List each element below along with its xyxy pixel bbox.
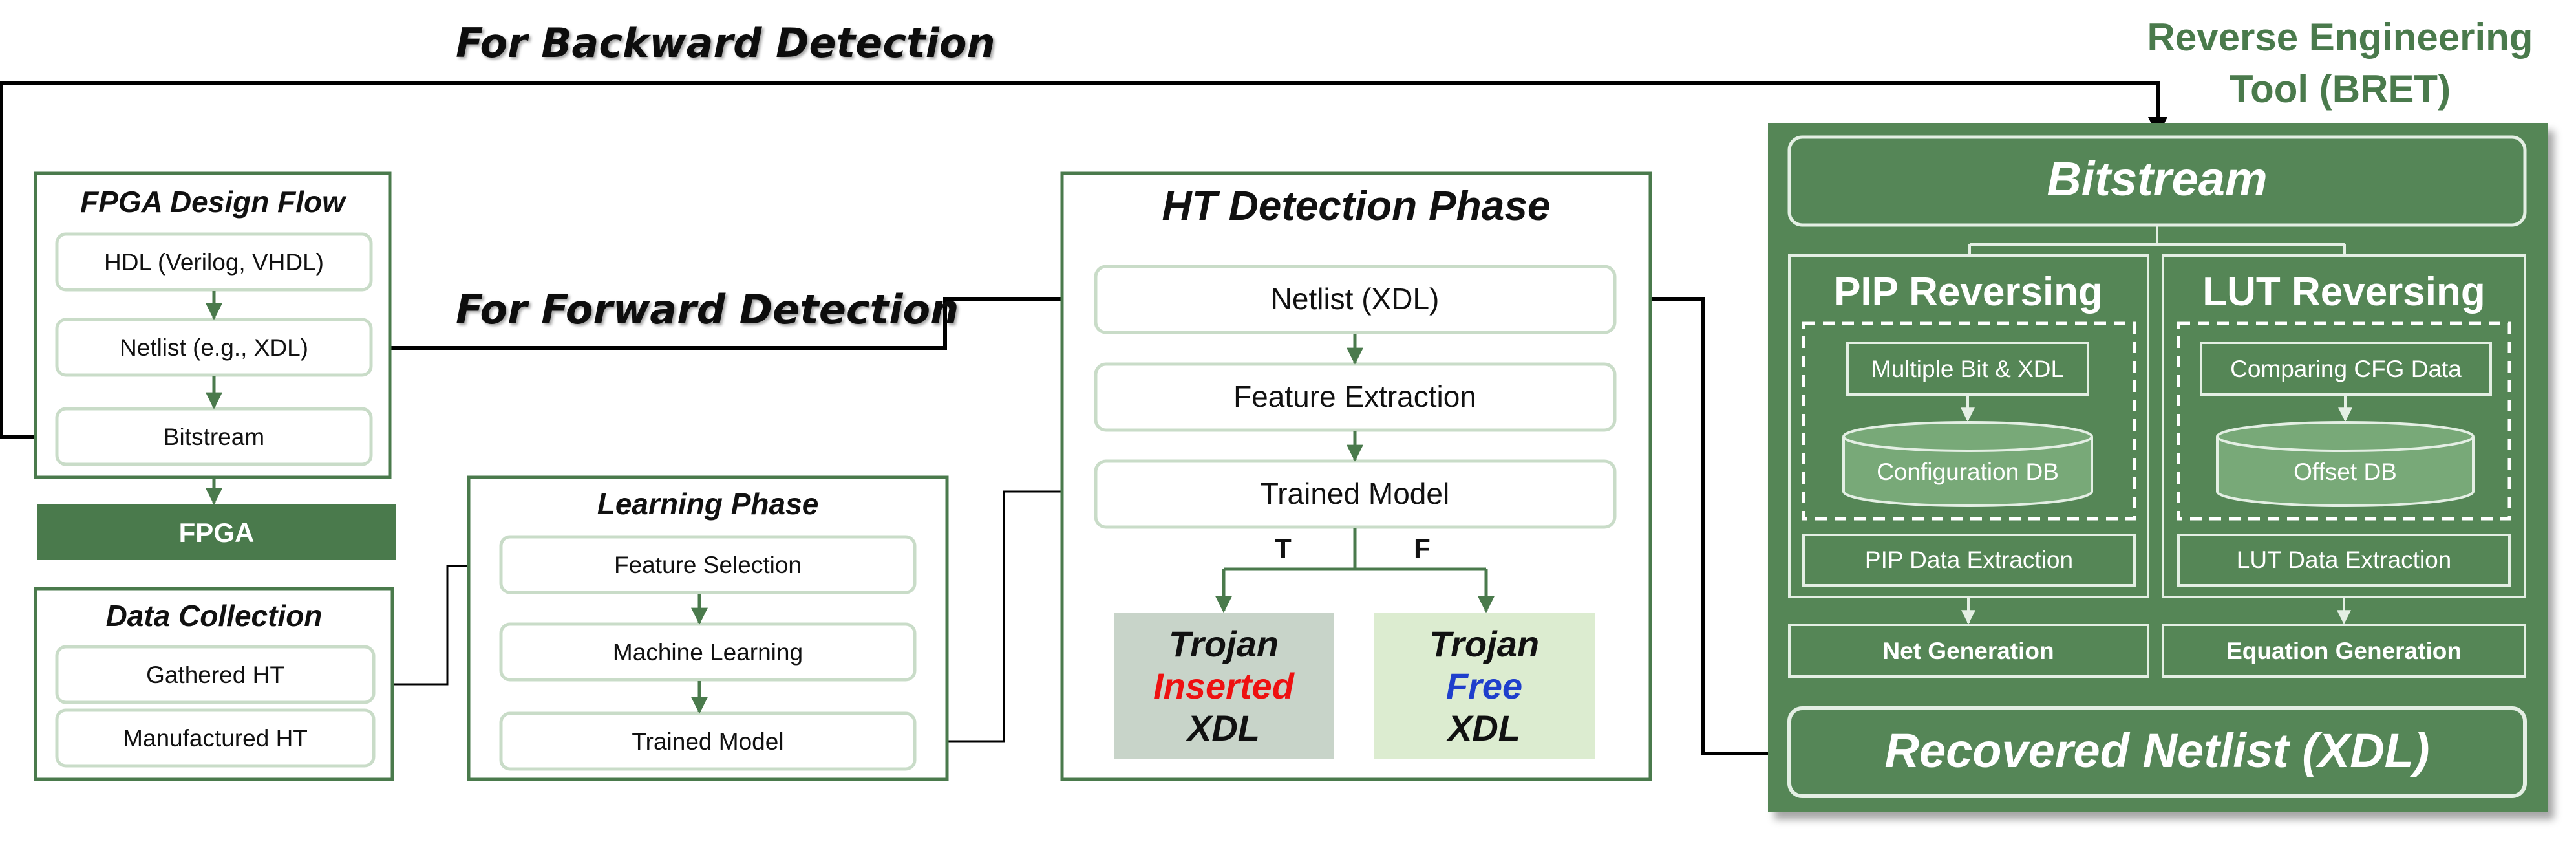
- feature-selection-box: [499, 535, 917, 594]
- learning-phase-title: Learning Phase: [597, 487, 819, 521]
- bret-title-line2: Tool (BRET): [2230, 67, 2451, 111]
- gathered-ht-box: [55, 645, 376, 704]
- trojan-free-line3: XDL: [1446, 708, 1520, 748]
- learning-phase-panel: Learning Phase Feature Selection Machine…: [467, 475, 949, 781]
- trojan-inserted-line3: XDL: [1186, 708, 1260, 748]
- lut-extraction-box: [2177, 534, 2511, 587]
- lut-comparing-box: [2200, 342, 2492, 396]
- configuration-db-label: Configuration DB: [1877, 459, 2059, 485]
- offset-db-label: Offset DB: [2294, 459, 2397, 485]
- detection-phase-panel: HT Detection Phase Netlist (XDL) Feature…: [1060, 171, 1652, 781]
- forward-arrow: [372, 289, 1096, 350]
- bret-bitstream-label: Bitstream: [2047, 152, 2267, 206]
- bret-panel: Bitstream PIP Reversing Multiple Bit & X…: [1768, 123, 2548, 812]
- fpga-label: FPGA: [179, 517, 255, 548]
- learning-to-detection-arrow: [915, 482, 1096, 743]
- detection-phase-title: HT Detection Phase: [1162, 182, 1550, 229]
- bitstream-label: Bitstream: [164, 424, 264, 450]
- equation-generation-label: Equation Generation: [2226, 638, 2462, 664]
- lut-comparing-label: Comparing CFG Data: [2230, 356, 2462, 382]
- pip-extraction-label: PIP Data Extraction: [1865, 547, 2073, 573]
- trojan-inserted-box: [1114, 613, 1334, 759]
- recovered-netlist-box: [1787, 706, 2527, 798]
- equation-generation-box: [2162, 624, 2526, 678]
- feature-extraction-label: Feature Extraction: [1233, 380, 1476, 413]
- learning-trained-model-box: [499, 711, 917, 771]
- pip-reversing-title: PIP Reversing: [1834, 270, 2103, 314]
- data-collection-title: Data Collection: [106, 599, 323, 633]
- backward-detection-label: For Backward Detection: [456, 19, 995, 67]
- bitstream-split: [1968, 225, 2346, 255]
- learning-trained-model-label: Trained Model: [632, 728, 783, 755]
- trojan-free-line1: Trojan: [1429, 624, 1539, 664]
- branch-false-label: F: [1414, 533, 1431, 563]
- classification-branch: [1224, 528, 1486, 571]
- design-flow-title: FPGA Design Flow: [80, 185, 347, 219]
- feature-selection-label: Feature Selection: [614, 552, 802, 578]
- pip-multiple-bit-box: [1846, 342, 2089, 396]
- manufactured-ht-label: Manufactured HT: [123, 725, 308, 752]
- hdl-box: [55, 232, 373, 292]
- detection-netlist-label: Netlist (XDL): [1271, 282, 1440, 316]
- forward-detection-label: For Forward Detection: [456, 286, 959, 333]
- pip-multiple-bit-label: Multiple Bit & XDL: [1871, 356, 2064, 382]
- netlist-label: Netlist (e.g., XDL): [120, 334, 308, 361]
- lut-extraction-label: LUT Data Extraction: [2237, 547, 2451, 573]
- detection-trained-model-label: Trained Model: [1261, 477, 1449, 510]
- trojan-free-box: [1374, 613, 1595, 759]
- detection-netlist-box: [1094, 265, 1617, 334]
- net-generation-box: [1788, 624, 2149, 678]
- recovered-netlist-label: Recovered Netlist (XDL): [1885, 724, 2430, 777]
- manufactured-ht-box: [55, 708, 376, 768]
- branch-true-label: T: [1275, 533, 1292, 563]
- gathered-ht-label: Gathered HT: [146, 662, 284, 688]
- recovered-to-netlist-arrow: [1614, 289, 1787, 755]
- pip-dashed-group: [1802, 321, 2136, 521]
- backward-arrow: [0, 81, 2167, 439]
- pip-extraction-box: [1802, 534, 2136, 587]
- lut-reversing-title: LUT Reversing: [2202, 270, 2486, 314]
- trojan-inserted-line1: Trojan: [1169, 624, 1279, 664]
- lut-dashed-group: [2177, 321, 2511, 521]
- net-generation-label: Net Generation: [1882, 638, 2054, 664]
- machine-learning-box: [499, 622, 917, 682]
- data-collection-panel: Data Collection Gathered HT Manufactured…: [34, 587, 394, 781]
- trojan-inserted-line2: Inserted: [1153, 666, 1295, 706]
- design-flow-panel: FPGA Design Flow HDL (Verilog, VHDL) Net…: [34, 171, 392, 479]
- trojan-free-line2: Free: [1446, 666, 1522, 706]
- bret-title-line1: Reverse Engineering: [2147, 16, 2533, 59]
- offset-db-cylinder: [2216, 421, 2475, 507]
- fpga-box: [37, 504, 396, 560]
- configuration-db-cylinder: [1842, 421, 2093, 507]
- connectors: [0, 81, 2167, 755]
- machine-learning-label: Machine Learning: [613, 639, 803, 666]
- hdl-label: HDL (Verilog, VHDL): [104, 249, 324, 276]
